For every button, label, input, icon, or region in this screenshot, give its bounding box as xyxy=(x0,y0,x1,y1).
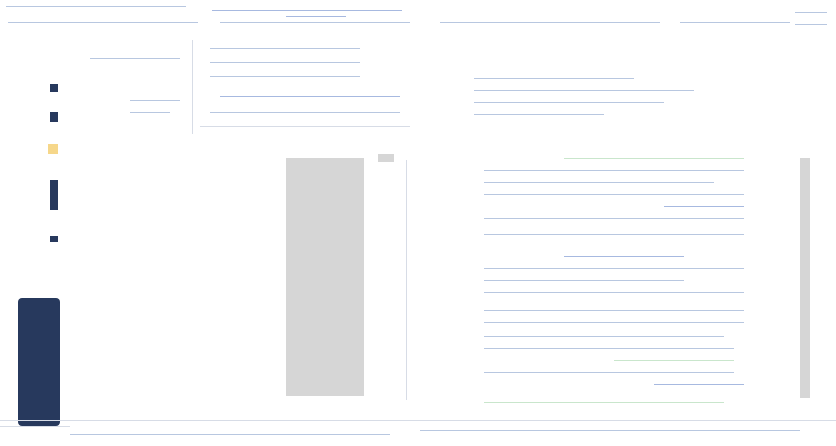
scroll-thumb-icon[interactable] xyxy=(800,158,810,398)
left-sidebar xyxy=(0,40,70,446)
preview-pane xyxy=(270,150,410,412)
window-controls-icon[interactable] xyxy=(795,8,827,34)
toolbar-segment-7[interactable] xyxy=(680,22,790,23)
toolbar-segment-1[interactable] xyxy=(6,6,186,7)
sidebar-marker-3[interactable] xyxy=(50,180,58,210)
properties-panel xyxy=(70,40,195,134)
sidebar-marker-1[interactable] xyxy=(50,84,58,92)
toolbar-segment-5[interactable] xyxy=(286,16,346,17)
toolbar-segment-6[interactable] xyxy=(440,22,660,23)
preview-tab[interactable] xyxy=(378,154,394,162)
status-bar xyxy=(0,420,836,446)
toolbar-segment-4[interactable] xyxy=(220,22,410,23)
preview-canvas[interactable] xyxy=(286,158,364,396)
sidebar-marker-4[interactable] xyxy=(50,236,58,242)
toolbar-segment-2[interactable] xyxy=(8,22,198,23)
document-pane xyxy=(414,40,836,446)
toolbar-segment-3[interactable] xyxy=(212,10,402,11)
top-toolbar xyxy=(0,0,836,40)
sidebar-selected-block[interactable] xyxy=(18,298,60,426)
sidebar-marker-2[interactable] xyxy=(50,112,58,122)
form-panel xyxy=(200,40,410,128)
sidebar-folder-icon[interactable] xyxy=(48,144,58,154)
sidebar-bottom-line xyxy=(0,426,70,427)
